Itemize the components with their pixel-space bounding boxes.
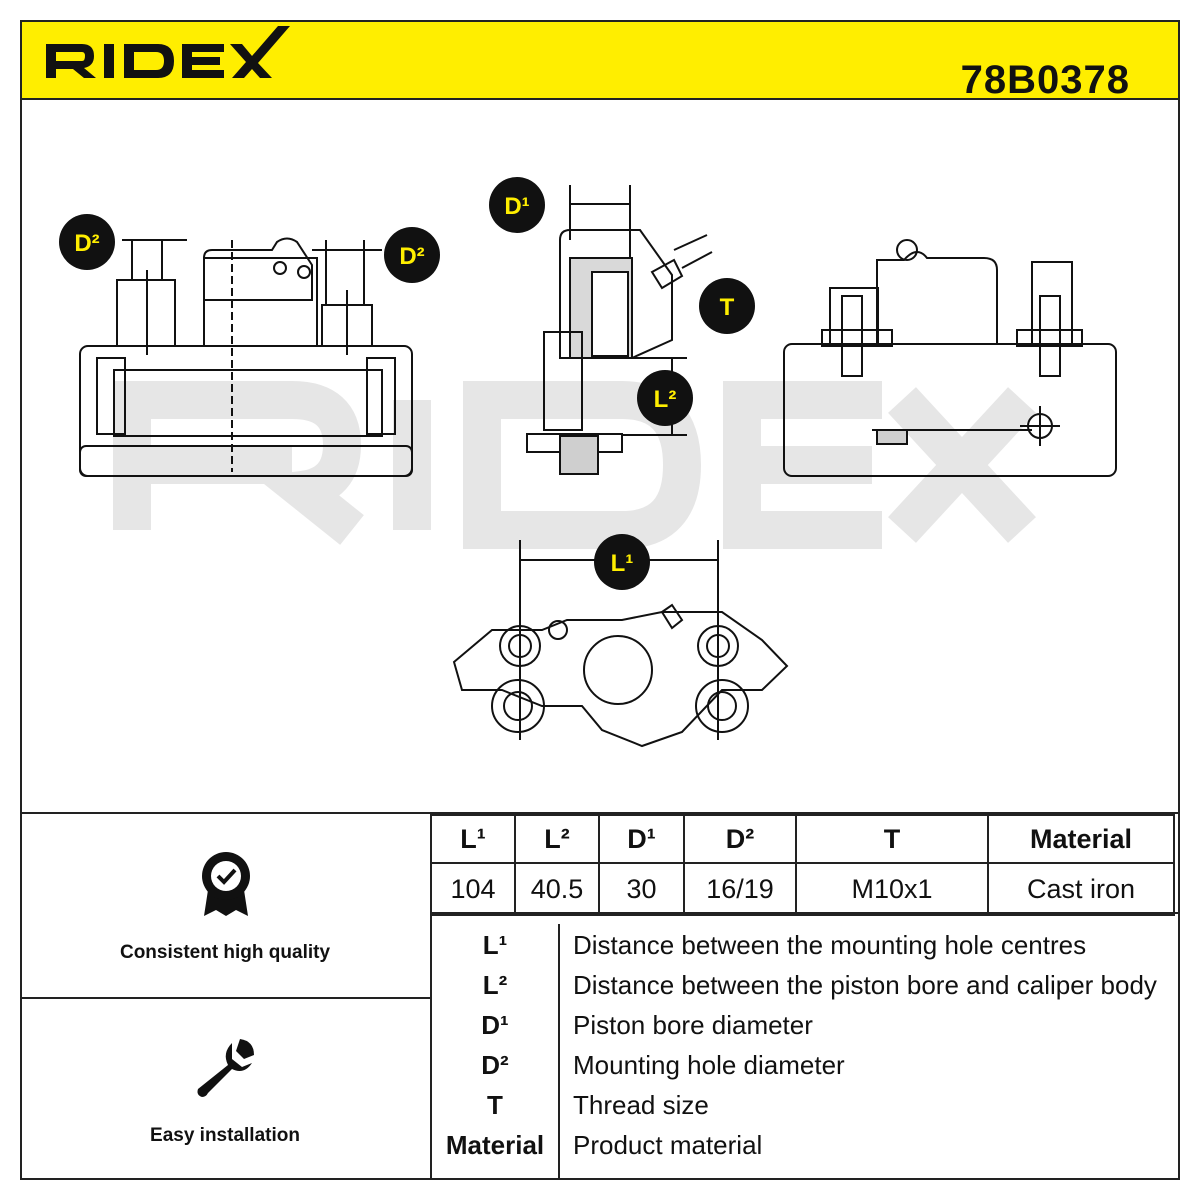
- feature-quality: Consistent high quality: [20, 814, 430, 997]
- legend-row: L² Distance between the piston bore and …: [430, 970, 1180, 1010]
- feature-installation-label: Easy installation: [150, 1125, 300, 1146]
- badge-d2-left-label: D²: [74, 230, 99, 257]
- legend: L¹ Distance between the mounting hole ce…: [430, 912, 1180, 1180]
- spec-header-t: T: [795, 814, 989, 864]
- spec-value-material: Cast iron: [987, 862, 1175, 916]
- feature-quality-label: Consistent high quality: [119, 942, 331, 963]
- legend-key: Material: [445, 1130, 545, 1160]
- caliper-side-view: [526, 185, 713, 475]
- spec-value-t: M10x1: [795, 862, 989, 916]
- legend-desc: Thread size: [573, 1090, 709, 1120]
- legend-key: D²: [481, 1050, 509, 1080]
- spec-header-l1: L¹: [430, 814, 516, 864]
- legend-desc: Distance between the mounting hole centr…: [573, 930, 1087, 960]
- spec-header-material: Material: [987, 814, 1175, 864]
- header-bar: 78B0378: [20, 20, 1180, 102]
- spec-value-d1: 30: [598, 862, 685, 916]
- legend-key: T: [487, 1090, 503, 1120]
- legend-row: Material Product material: [430, 1130, 1180, 1170]
- badge-t-label: T: [720, 294, 735, 321]
- spec-value-row: 104 40.5 30 16/19 M10x1 Cast iron: [430, 862, 1175, 916]
- section-divider-vertical: [430, 814, 432, 1180]
- legend-row: D² Mounting hole diameter: [430, 1050, 1180, 1090]
- spec-header-d1: D¹: [598, 814, 685, 864]
- section-divider-horizontal: [20, 997, 430, 999]
- spec-table: L¹ L² D¹ D² T Material 104 40.5 30 16/19…: [430, 814, 1175, 916]
- feature-installation: Easy installation: [20, 999, 430, 1182]
- spec-header-row: L¹ L² D¹ D² T Material: [430, 814, 1175, 864]
- badge-l2-label: L²: [654, 386, 677, 413]
- badge-d2-right-label: D²: [399, 243, 424, 270]
- badge-d2-right: D²: [384, 227, 440, 283]
- spec-value-l2: 40.5: [514, 862, 600, 916]
- spec-header-d2: D²: [683, 814, 797, 864]
- legend-desc: Product material: [573, 1130, 763, 1160]
- badge-d1-label: D¹: [504, 193, 529, 220]
- badge-l1: L¹: [594, 534, 650, 590]
- legend-key: L¹: [482, 930, 508, 960]
- legend-desc: Distance between the piston bore and cal…: [573, 970, 1157, 1000]
- badge-l2: L²: [637, 370, 693, 426]
- legend-column-divider: [558, 924, 560, 1180]
- caliper-top-view: [452, 540, 789, 748]
- part-number: 78B0378: [960, 58, 1130, 102]
- legend-row: D¹ Piston bore diameter: [430, 1010, 1180, 1050]
- legend-top-divider: [430, 912, 1180, 914]
- ridex-logo: [46, 26, 290, 78]
- caliper-front-view: [79, 237, 413, 477]
- spec-value-l1: 104: [430, 862, 516, 916]
- spec-header-l2: L²: [514, 814, 600, 864]
- caliper-drawing: D² D² D¹ T L² L¹: [59, 177, 1117, 748]
- badge-l1-label: L¹: [611, 550, 634, 577]
- legend-row: L¹ Distance between the mounting hole ce…: [430, 930, 1180, 970]
- badge-d2-left: D²: [59, 214, 115, 270]
- legend-desc: Mounting hole diameter: [573, 1050, 845, 1080]
- badge-t: T: [699, 278, 755, 334]
- legend-row: T Thread size: [430, 1090, 1180, 1130]
- spec-value-d2: 16/19: [683, 862, 797, 916]
- wrench-icon: [197, 1039, 254, 1097]
- badge-d1: D¹: [489, 177, 545, 233]
- legend-key: D¹: [481, 1010, 509, 1040]
- legend-desc: Piston bore diameter: [573, 1010, 813, 1040]
- quality-badge-icon: [202, 852, 250, 916]
- legend-key: L²: [482, 970, 508, 1000]
- caliper-back-view: [783, 239, 1117, 477]
- info-section: Consistent high quality Easy installatio…: [20, 812, 1180, 1180]
